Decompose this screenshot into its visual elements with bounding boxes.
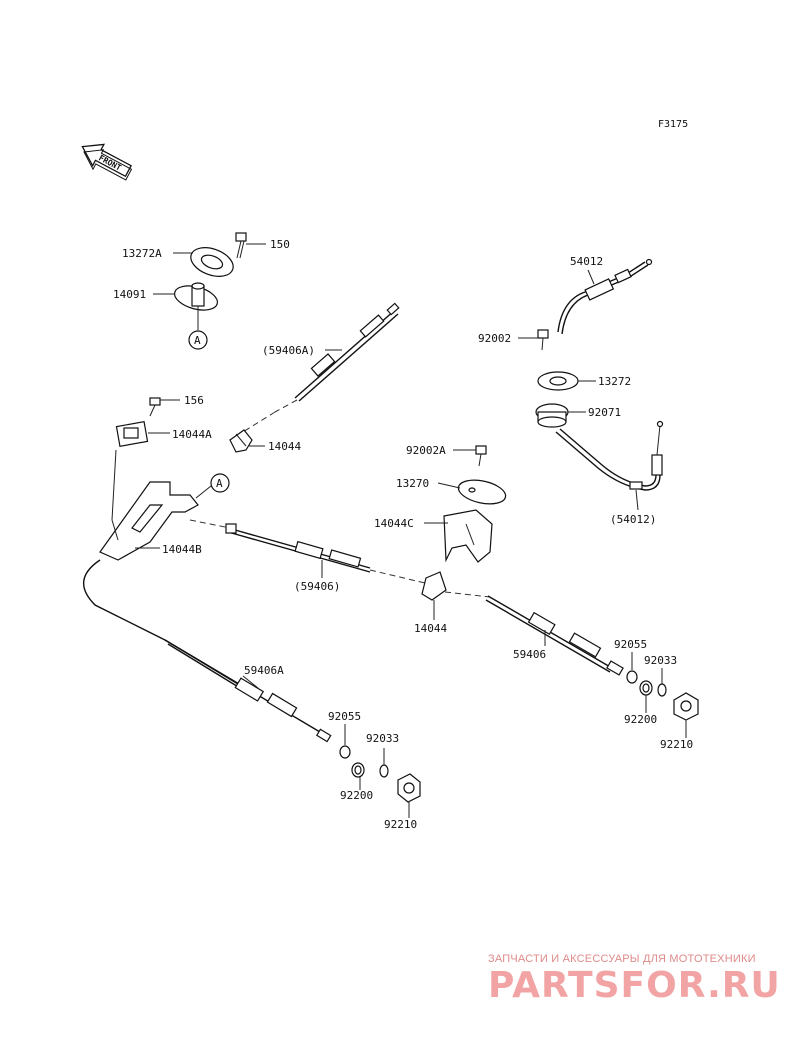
label-14044B: 14044B [162,543,202,556]
washer-92200-right [639,680,653,696]
label-13270: 13270 [396,477,429,490]
cable-54012-lower [555,420,664,491]
front-arrow-icon: FRONT [81,143,133,181]
label-92055-left: 92055 [328,710,361,723]
label-92033-right: 92033 [644,654,677,667]
label-92002A: 92002A [406,444,446,457]
cable-59406A-upper [294,302,400,402]
nut-92210-right [673,692,699,721]
label-150: 150 [270,238,290,251]
bolt-92002A [475,445,487,467]
label-92200-left: 92200 [340,789,373,802]
washer-92200-left [351,762,365,778]
label-14044-top: 14044 [268,440,301,453]
ref-marker-a-top-label: A [194,334,201,347]
label-92200-right: 92200 [624,713,657,726]
label-92002: 92002 [478,332,511,345]
seal-92071 [535,403,569,428]
bolt-150 [235,232,247,259]
bracket-14044C [443,509,493,563]
label-54012: 54012 [570,255,603,268]
bolt-92002 [537,329,549,351]
ref-marker-a-top [188,330,208,350]
watermark-brand: PARTSFOR.RU [488,965,781,1006]
ref-marker-a-bracket [210,473,230,493]
clip-14044-top [229,429,253,453]
gasket-13270 [457,479,507,505]
washer-92033-left [379,764,389,778]
label-92055-right: 92055 [614,638,647,651]
label-92071: 92071 [588,406,621,419]
holder-14044A [115,421,149,447]
bolt-156 [149,397,161,417]
seal-14091 [173,282,219,311]
cable-54012-upper [557,258,653,335]
label-59406: 59406 [513,648,546,661]
nut-92210-left [397,773,421,803]
label-59406A-paren: (59406A) [262,344,315,357]
figure-code: F3175 [658,119,689,130]
label-14091: 14091 [113,288,146,301]
label-14044A: 14044A [172,428,212,441]
label-13272A: 13272A [122,247,162,260]
washer-92033-right [657,683,667,697]
label-59406A: 59406A [244,664,284,677]
label-92033-left: 92033 [366,732,399,745]
label-59406-paren: (59406) [294,580,340,593]
label-92210-left: 92210 [384,818,417,831]
label-14044C: 14044C [374,517,414,530]
gasket-13272 [537,371,579,391]
washer-92055-left [339,745,351,759]
cable-59406-upper-mid [225,523,371,573]
gasket-13272A [190,247,234,277]
ref-marker-a-bracket-label: A [216,477,223,490]
clip-14044-mid [421,571,447,601]
label-13272: 13272 [598,375,631,388]
washer-92055-right [626,670,638,684]
label-54012-paren: (54012) [610,513,656,526]
label-14044-mid: 14044 [414,622,447,635]
label-156: 156 [184,394,204,407]
watermark-subtitle: ЗАПЧАСТИ И АКСЕССУАРЫ ДЛЯ МОТОТЕХНИКИ [488,953,756,965]
label-92210-right: 92210 [660,738,693,751]
cable-59406A-lower [83,559,332,743]
cable-59406-lower-mid [485,595,624,676]
